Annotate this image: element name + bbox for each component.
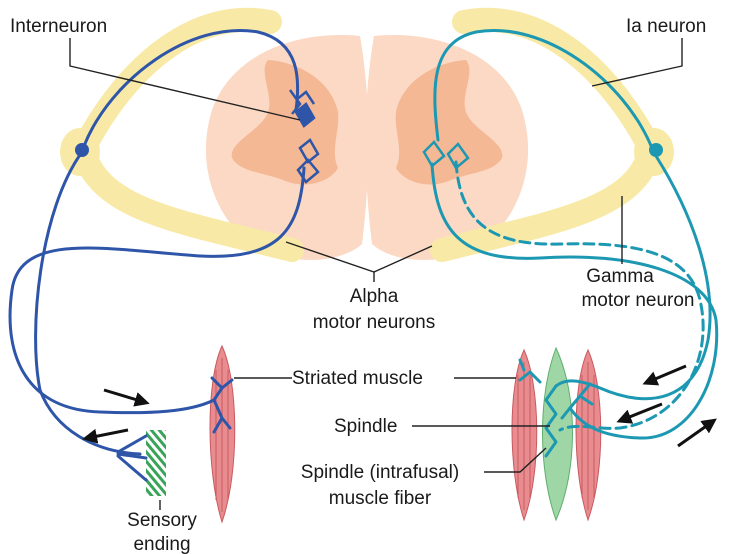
interneuron-label: Interneuron — [10, 16, 107, 37]
spindle-label: Spindle — [334, 416, 397, 437]
alpha-label-line1: Alpha — [350, 286, 399, 307]
spinal-cord — [206, 35, 528, 260]
striated-muscle-label: Striated muscle — [292, 368, 423, 389]
left-dorsal-root-ganglion-cell — [75, 143, 89, 157]
right-gamma-direction-arrow — [622, 404, 662, 420]
sensory-label-line1: Sensory — [127, 510, 197, 531]
gamma-label-line2: motor neuron — [581, 290, 694, 311]
right-alpha-direction-arrow — [648, 366, 686, 382]
sensory-label-line2: ending — [133, 534, 190, 554]
right-dorsal-root-ganglion-cell — [649, 143, 663, 157]
gamma-label-line1: Gamma — [586, 266, 654, 287]
left-sensory-branches — [118, 436, 146, 480]
sensory-ending — [146, 430, 166, 496]
intrafusal-label-line1: Spindle (intrafusal) — [301, 462, 459, 483]
intrafusal-label-line2: muscle fiber — [329, 488, 432, 509]
intrafusal-spindle — [543, 348, 573, 520]
ia-neuron-label: Ia neuron — [626, 16, 706, 37]
left-motor-direction-arrow — [104, 390, 144, 402]
right-ia-direction-arrow — [678, 422, 712, 446]
alpha-label-line2: motor neurons — [313, 312, 436, 333]
left-sensory-direction-arrow — [88, 430, 128, 438]
